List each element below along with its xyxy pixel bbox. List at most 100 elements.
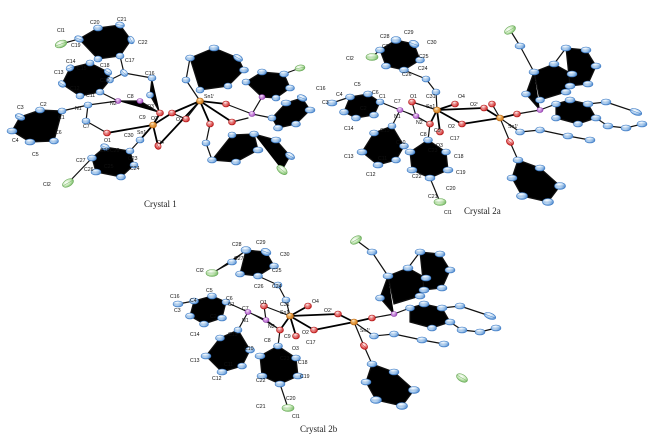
- atom-label: C13: [54, 70, 64, 76]
- atom-label: C8: [264, 338, 271, 344]
- atom-label: C16: [316, 86, 326, 92]
- atom-label: C12: [212, 376, 222, 382]
- atom-label: C6: [55, 130, 62, 136]
- atom-label: O2ⁱ: [470, 102, 478, 108]
- atom-label: Sn1: [426, 104, 435, 110]
- atom-label: C8: [420, 132, 427, 138]
- ellipsoid-axis: [295, 66, 305, 70]
- atom-label: C12: [366, 172, 376, 178]
- atom-label: C18: [298, 360, 308, 366]
- atom-label: C2: [360, 106, 367, 112]
- labels-crystal-2a: C29 C28 C30 Cl2 C27 C26 C25 C24 C31 O4 C…: [316, 30, 518, 216]
- atom-label: C10: [100, 78, 110, 84]
- atom-label: O2: [151, 116, 158, 122]
- ellipsoid-axis: [456, 374, 468, 382]
- atom-label: Sn1ⁱ: [508, 124, 518, 130]
- atom-label: N2: [416, 120, 423, 126]
- atom-label: C21: [428, 194, 438, 200]
- atom-label: C15: [228, 332, 238, 338]
- atom-label: Sn1ⁱ: [204, 94, 214, 100]
- atom-label: C7: [83, 124, 90, 130]
- ellipsoid-axis: [15, 115, 25, 119]
- atom-label: O2: [448, 124, 455, 130]
- atom-label: C27: [234, 256, 244, 262]
- ellipsoid-axis: [104, 69, 112, 75]
- ellipsoid-axis: [55, 41, 67, 47]
- ellipsoid-axis: [409, 42, 419, 46]
- atom-label: C1: [379, 94, 386, 100]
- atom-label: C28: [100, 148, 110, 154]
- labels-crystal-2b: C28 C29 C30 Cl2 C27 C26 C25 C24 C31 O4 C…: [170, 240, 370, 420]
- atom-label: C8: [127, 94, 134, 100]
- panel-crystal-2a: C29 C28 C30 Cl2 C27 C26 C25 C24 C31 O4 C…: [316, 25, 648, 216]
- atom-label: C30: [280, 252, 290, 258]
- atom-label: O1: [410, 94, 417, 100]
- atom-label: C25: [419, 54, 429, 60]
- ellipsoid-axis: [630, 109, 642, 115]
- atom-label: O2ⁱ: [176, 117, 184, 123]
- atom-label: C29: [256, 240, 266, 246]
- atom-label: Sn1ⁱ: [360, 328, 370, 334]
- atom-label: C31: [280, 302, 290, 308]
- atom-label: C17: [450, 136, 460, 142]
- caption-crystal-1: Crystal 1: [144, 199, 177, 209]
- atom-label: C20: [446, 186, 456, 192]
- atom-label: O4: [458, 94, 465, 100]
- atom-label: C7: [394, 99, 401, 105]
- atom-label: C2: [40, 102, 47, 108]
- atom-label: C19: [456, 170, 466, 176]
- bonds-crystal-1: [11, 24, 311, 184]
- atom-label: N1: [75, 106, 82, 112]
- ellipsoid-axis: [120, 70, 128, 76]
- atom-label: C17: [306, 340, 316, 346]
- atoms-crystal-2a: [326, 25, 648, 206]
- atom-label: C28: [232, 242, 242, 248]
- atom-label: O2ⁱ: [324, 308, 332, 314]
- atom-label: C30: [124, 133, 134, 139]
- atom-label: C5: [206, 288, 213, 294]
- atom-label: C14: [344, 126, 354, 132]
- atom-label: C24: [418, 66, 428, 72]
- atom-label: C9: [284, 334, 291, 340]
- atom-label: O4: [157, 140, 164, 146]
- atom-label: C22: [256, 378, 266, 384]
- atom-label: C11: [86, 93, 95, 99]
- atom-label: C22: [412, 174, 422, 180]
- ellipsoid-axis: [115, 24, 125, 26]
- ellipsoid-axis: [74, 37, 84, 41]
- atom-label: C1: [228, 302, 235, 308]
- atom-label: C19: [71, 43, 81, 49]
- ellipsoid-axis: [233, 55, 243, 61]
- atom-label: C29: [110, 148, 120, 154]
- atom-label: C4: [12, 138, 19, 144]
- atom-label: C26: [84, 167, 94, 173]
- atom-label: C25: [272, 268, 282, 274]
- atom-label: O4: [312, 299, 319, 305]
- atom-label: C12: [70, 86, 80, 92]
- ellipsoid-axis: [297, 96, 307, 100]
- ellipsoid-axis: [66, 66, 74, 70]
- atom-label: C9: [139, 115, 146, 121]
- atom-label: C21: [256, 404, 266, 410]
- atom-label: C3: [322, 100, 329, 106]
- atom-label: C6: [372, 90, 379, 96]
- panel-crystal-1: Cl1 C19 C20 C21 C22 C17 C16 C18 C14 C13 …: [6, 17, 316, 209]
- atom-label: N1: [242, 318, 249, 324]
- panel-crystal-2b: C28 C29 C30 Cl2 C27 C26 C25 C24 C31 O4 C…: [170, 235, 502, 434]
- atom-label: C6: [226, 296, 233, 302]
- atom-label: Cl1: [292, 414, 300, 420]
- ellipsoid-axis: [350, 236, 362, 244]
- atom-label: C23: [128, 156, 138, 162]
- atom-label: C16: [145, 71, 155, 77]
- atom-label: C24: [130, 166, 140, 172]
- ellipsoid-axis: [62, 179, 74, 187]
- ellipsoid-axis: [156, 142, 160, 150]
- atom-label: C23: [280, 356, 290, 362]
- atom-label: C13: [190, 358, 200, 364]
- atom-label: O3: [436, 143, 443, 149]
- ellipsoid-axis: [506, 139, 514, 145]
- atom-label: O3: [292, 346, 299, 352]
- atoms-crystal-1: [6, 21, 316, 188]
- atom-label: C9: [434, 128, 441, 134]
- atom-label: C2: [210, 314, 217, 320]
